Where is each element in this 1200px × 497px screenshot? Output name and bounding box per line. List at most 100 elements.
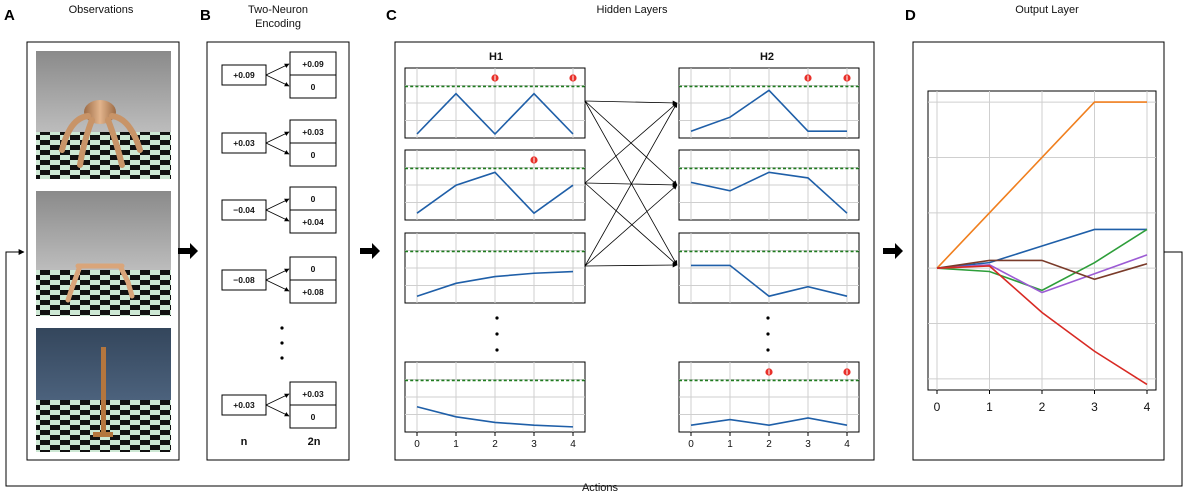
neuron-plot-h1-3	[404, 361, 586, 433]
arrow-b-to-c	[360, 243, 380, 259]
synapse-connection	[584, 102, 678, 184]
observation-half-cheetah	[36, 191, 171, 316]
panel-letter-b: B	[200, 7, 211, 24]
output-series-line-0	[936, 101, 1147, 269]
encoding-input-value: −0.04	[233, 205, 255, 215]
encoding-arrow	[265, 393, 290, 406]
encoding-arrow	[265, 131, 290, 144]
neuron-plot-h2-0	[678, 67, 860, 139]
layer-label-h1: H1	[489, 51, 503, 63]
x-tick-label: 0	[934, 400, 941, 414]
encoding-input-value: +0.03	[233, 138, 255, 148]
encoding-arrow	[265, 404, 290, 417]
neuron-plot-h1-0	[404, 67, 586, 139]
ellipsis-dot	[280, 341, 284, 345]
actions-feedback-loop	[5, 249, 1183, 487]
encoding-positive-value: 0	[311, 264, 316, 274]
panel-title-encoding-line1: Two-Neuron	[248, 4, 308, 16]
ellipsis-dot	[280, 326, 284, 330]
encoding-negative-box	[289, 404, 337, 429]
panel-letter-c: C	[386, 7, 397, 24]
synapse-connection	[584, 100, 678, 106]
encoding-arrow	[265, 74, 290, 87]
encoding-arrow	[265, 63, 290, 76]
x-tick-label: 4	[570, 439, 576, 450]
encoding-rows: +0.09+0.090+0.03+0.030−0.040+0.04−0.080+…	[221, 51, 337, 429]
x-tick-label: 4	[1144, 400, 1151, 414]
encoding-arrow	[265, 279, 290, 292]
x-tick-label: 3	[531, 439, 537, 450]
panel-title-hidden-layers: Hidden Layers	[597, 4, 668, 16]
panel-letter-a: A	[4, 7, 15, 24]
ellipsis-dot	[766, 348, 770, 352]
x-tick-label: 1	[986, 400, 993, 414]
output-series-line-2	[936, 228, 1148, 292]
x-tick-label: 2	[492, 439, 498, 450]
encoding-negative-value: +0.04	[302, 217, 324, 227]
panel-title-output-layer: Output Layer	[1015, 4, 1079, 16]
neuron-plot-h2-2	[678, 232, 860, 304]
encoding-positive-value: 0	[311, 194, 316, 204]
encoding-input-value: −0.08	[233, 275, 255, 285]
x-tick-label: 0	[414, 439, 420, 450]
synapse-connection	[584, 100, 678, 266]
encoding-positive-value: +0.03	[302, 127, 324, 137]
hidden-connections	[584, 100, 678, 268]
membrane-potential-trace	[690, 89, 847, 132]
actions-label: Actions	[582, 482, 619, 494]
panel-title-observations: Observations	[69, 4, 134, 16]
membrane-potential-trace	[416, 405, 574, 428]
encoding-label-n: n	[241, 436, 248, 448]
x-tick-label: 1	[727, 439, 733, 450]
ellipsis-dot	[495, 316, 499, 320]
output-series-line-5	[936, 265, 1148, 386]
output-series-line-4	[936, 259, 1148, 281]
membrane-potential-trace	[416, 270, 574, 297]
encoding-input-value: +0.03	[233, 400, 255, 410]
encoding-negative-value: 0	[311, 412, 316, 422]
encoding-negative-box	[289, 142, 337, 167]
ellipsis-dot	[495, 332, 499, 336]
hidden-plots	[404, 67, 860, 433]
membrane-potential-trace	[690, 171, 848, 214]
output-series-line-1	[936, 228, 1147, 269]
panel-title-encoding-line2: Encoding	[255, 18, 301, 30]
encoding-negative-value: 0	[311, 150, 316, 160]
encoding-arrow	[265, 209, 290, 222]
arrow-c-to-d	[883, 243, 903, 259]
encoding-negative-box	[289, 74, 337, 99]
observation-hopper	[36, 328, 171, 452]
x-tick-label: 3	[805, 439, 811, 450]
neuron-plot-h2-3	[678, 361, 860, 433]
observation-ant	[36, 51, 171, 179]
ellipsis-dot	[280, 356, 284, 360]
ellipsis-dot	[766, 316, 770, 320]
membrane-potential-trace	[690, 417, 848, 427]
encoding-positive-value: +0.09	[302, 59, 324, 69]
synapse-connection	[584, 184, 678, 267]
x-tick-label: 4	[844, 439, 850, 450]
x-tick-label: 1	[453, 439, 459, 450]
output-chart: 0 1 2 3 4	[927, 90, 1157, 414]
encoding-arrow	[265, 198, 290, 211]
x-tick-label: 0	[688, 439, 694, 450]
synapse-connection	[584, 102, 678, 267]
encoding-negative-value: +0.08	[302, 287, 324, 297]
neuron-plot-h2-1	[678, 149, 860, 221]
ellipsis-dot	[495, 348, 499, 352]
encoding-arrow	[265, 142, 290, 155]
panel-letter-d: D	[905, 7, 916, 24]
arrow-a-to-b	[178, 243, 198, 259]
x-tick-label: 3	[1091, 400, 1098, 414]
ellipsis-dot	[766, 332, 770, 336]
x-tick-label: 2	[1039, 400, 1046, 414]
encoding-arrow	[265, 268, 290, 281]
neuron-plot-h1-2	[404, 232, 586, 304]
encoding-label-2n: 2n	[308, 436, 321, 448]
synapse-connection	[584, 262, 678, 268]
synapse-connection	[584, 182, 678, 266]
encoding-negative-box	[289, 279, 337, 304]
neuron-plot-h1-1	[404, 149, 586, 221]
